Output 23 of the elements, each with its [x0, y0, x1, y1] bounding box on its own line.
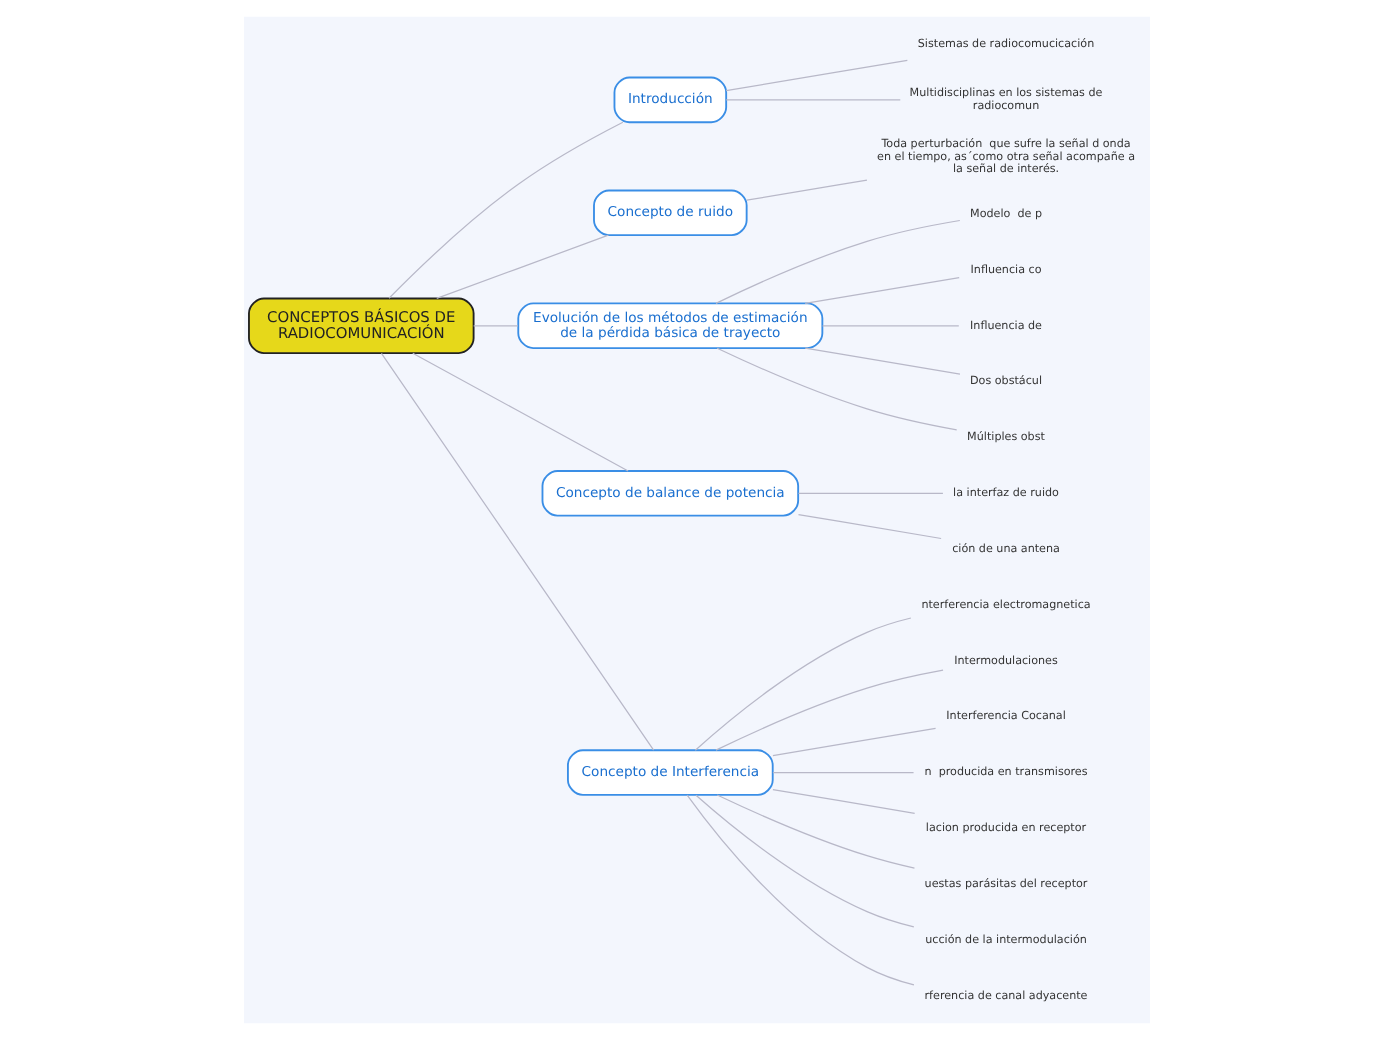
connector	[714, 669, 943, 751]
connector	[693, 617, 911, 751]
connector	[724, 59, 907, 92]
connector	[796, 492, 943, 494]
connector	[771, 727, 936, 757]
connector	[771, 771, 914, 774]
connector	[771, 788, 915, 814]
connector	[715, 794, 915, 869]
connector	[796, 513, 941, 540]
connector	[685, 794, 914, 986]
connector	[745, 179, 867, 201]
connector	[387, 121, 623, 299]
connector	[694, 794, 914, 928]
connector	[379, 352, 654, 751]
connector	[803, 276, 959, 304]
connector	[803, 347, 960, 375]
connector	[724, 99, 900, 101]
connector	[411, 352, 628, 472]
connector	[435, 234, 609, 300]
connector	[820, 325, 959, 327]
connector	[714, 219, 960, 304]
connector	[472, 325, 518, 327]
connector	[715, 347, 957, 431]
